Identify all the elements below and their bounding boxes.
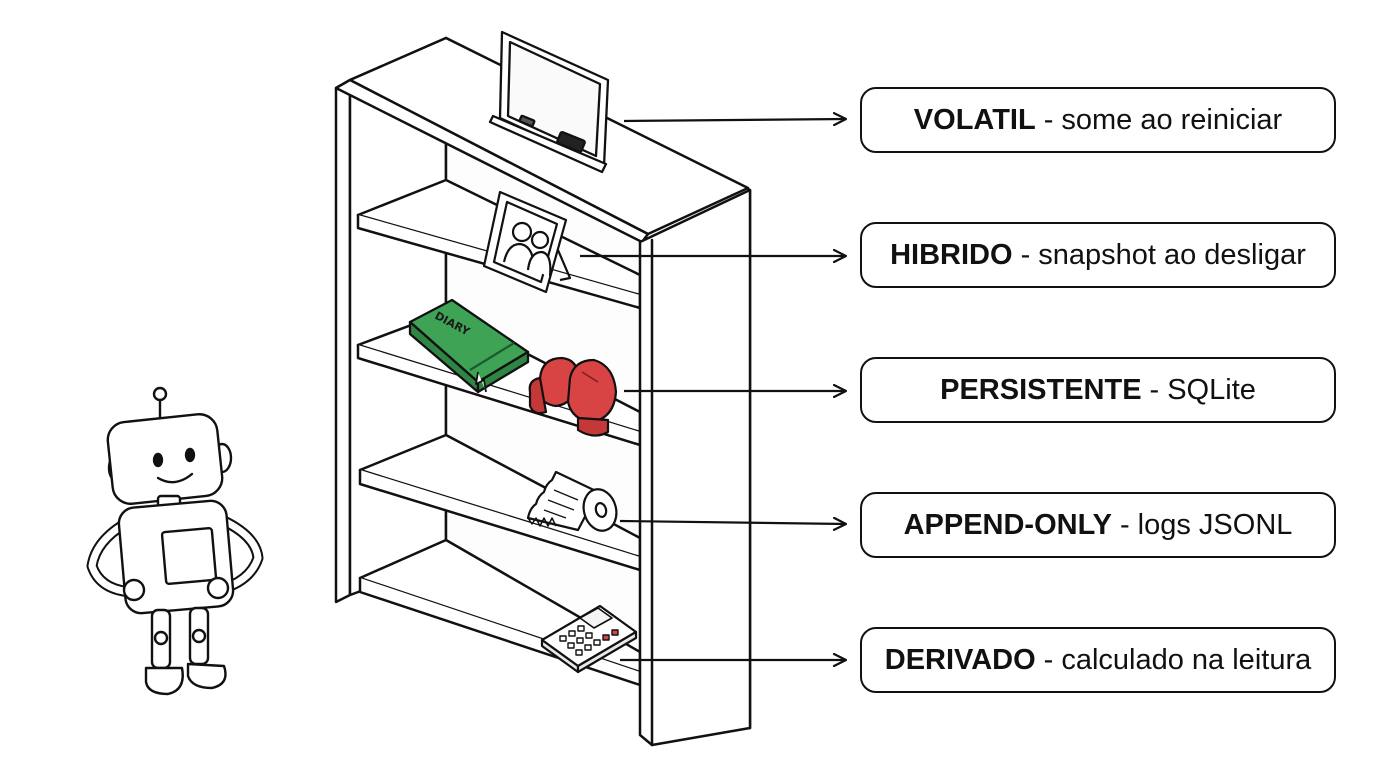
robot-icon bbox=[86, 386, 264, 696]
boxing-gloves-icon bbox=[528, 356, 618, 437]
label-keyword: PERSISTENTE bbox=[940, 373, 1142, 406]
picture-frame-icon bbox=[482, 190, 572, 294]
label-keyword: HIBRIDO bbox=[890, 238, 1013, 271]
diary-icon: DIARY bbox=[408, 298, 530, 394]
label-description: logs JSONL bbox=[1137, 508, 1293, 541]
label-append-only: APPEND-ONLY-logs JSONL bbox=[860, 492, 1336, 558]
label-separator: - bbox=[1149, 373, 1160, 406]
label-persistente: PERSISTENTE-SQLite bbox=[860, 357, 1336, 423]
label-separator: - bbox=[1120, 508, 1130, 541]
whiteboard-icon bbox=[488, 30, 610, 174]
arrow-volatil bbox=[623, 119, 846, 121]
label-description: snapshot ao desligar bbox=[1038, 238, 1306, 271]
arrow-append-only bbox=[619, 521, 846, 524]
label-derivado: DERIVADO-calculado na leitura bbox=[860, 627, 1336, 693]
label-keyword: APPEND-ONLY bbox=[903, 508, 1112, 541]
receipt-roll-icon bbox=[526, 470, 618, 532]
calculator-icon bbox=[540, 604, 638, 674]
connector-arrows bbox=[580, 119, 846, 660]
label-separator: - bbox=[1020, 238, 1031, 271]
label-keyword: DERIVADO bbox=[884, 643, 1036, 676]
label-keyword: VOLATIL bbox=[913, 103, 1036, 136]
label-description: SQLite bbox=[1167, 373, 1256, 406]
label-hibrido: HIBRIDO-snapshot ao desligar bbox=[860, 222, 1336, 288]
label-description: some ao reiniciar bbox=[1061, 103, 1283, 136]
label-volatil: VOLATIL-some ao reiniciar bbox=[860, 87, 1336, 153]
label-separator: - bbox=[1043, 643, 1054, 676]
label-description: calculado na leitura bbox=[1061, 643, 1312, 676]
label-separator: - bbox=[1043, 103, 1054, 136]
